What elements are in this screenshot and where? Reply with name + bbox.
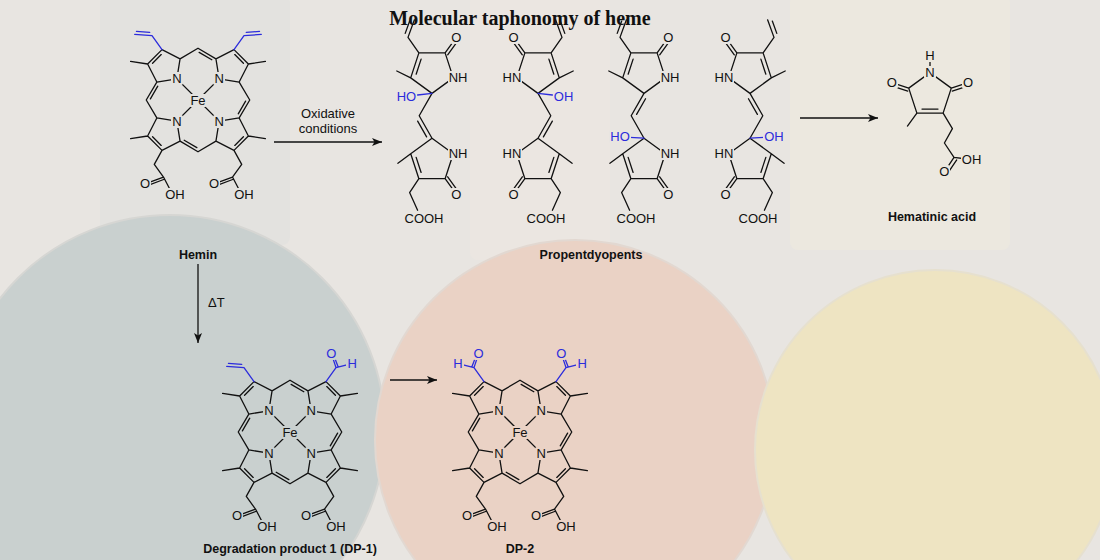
compound-name: Hemin <box>179 248 217 264</box>
atom-label: O <box>208 177 220 190</box>
atom-label: H <box>924 49 935 62</box>
atom-label: H <box>452 357 463 370</box>
atom-label: O <box>231 509 243 522</box>
atom-label: N <box>305 447 316 460</box>
atom-label: NH <box>448 147 469 160</box>
atom-label: Fe <box>511 426 528 439</box>
atom-label: H <box>346 357 357 370</box>
vinyl-group <box>227 363 254 381</box>
dp1-structure <box>223 380 358 522</box>
atom-label: HO <box>396 90 418 103</box>
atom-label: OH <box>164 188 186 201</box>
atom-label: N <box>535 447 546 460</box>
atom-label: O <box>720 188 732 201</box>
atom-label: O <box>555 347 567 360</box>
flask-neck <box>100 0 290 245</box>
atom-label: O <box>300 509 312 522</box>
reaction-arrow <box>390 379 437 380</box>
atom-label: OH <box>325 520 347 533</box>
atom-label: NH <box>660 71 681 84</box>
atom-label: O <box>720 31 732 44</box>
atom-label: O <box>938 165 950 178</box>
atom-label: OH <box>961 153 983 166</box>
atom-label: COOH <box>738 212 779 225</box>
atom-label: NH <box>660 147 681 160</box>
atom-label: O <box>450 31 462 44</box>
atom-label: N <box>263 404 274 417</box>
reaction-arrow <box>197 264 198 343</box>
atom-label: N <box>213 72 224 85</box>
hematinic-acid-structure <box>892 55 968 173</box>
atom-label: HN <box>714 147 735 160</box>
propentdyopent-structure <box>723 20 785 210</box>
atom-label: O <box>886 76 898 89</box>
atom-label: COOH <box>404 212 445 225</box>
atom-label: N <box>493 404 504 417</box>
flask-body <box>375 240 775 560</box>
compound-name: DP-2 <box>506 542 534 558</box>
atom-label: OH <box>555 520 577 533</box>
atom-label: N <box>263 447 274 460</box>
atom-label: N <box>305 404 316 417</box>
compound-node: Hemin <box>122 28 274 264</box>
flask-body <box>755 270 1100 560</box>
title: Molecular taphonomy of heme <box>389 7 650 30</box>
propentdyopent-structure <box>397 20 459 210</box>
vinyl-group <box>234 31 261 49</box>
atom-label: O <box>662 188 674 201</box>
flask-neck <box>470 0 610 260</box>
atom-label: O <box>530 509 542 522</box>
atom-label: OH <box>233 188 255 201</box>
atom-label: OH <box>763 130 785 143</box>
condition-label: ΔT <box>208 296 225 311</box>
flask-body <box>0 215 385 560</box>
reaction-arrow <box>800 117 878 118</box>
atom-label: N <box>171 115 182 128</box>
atom-label: N <box>535 404 546 417</box>
propentdyopent-structure <box>609 20 671 210</box>
atom-label: OH <box>256 520 278 533</box>
condition-label: Oxidative conditions <box>278 107 378 137</box>
atom-label: O <box>473 347 485 360</box>
flask-neck <box>790 0 1010 250</box>
hemin-structure <box>131 48 266 190</box>
atom-label: O <box>662 31 674 44</box>
compound-node: Propentdyopents <box>382 8 800 264</box>
atom-label: OH <box>553 90 575 103</box>
atom-label: Fe <box>189 94 206 107</box>
reaction-arrow <box>274 141 382 142</box>
atom-label: Fe <box>281 426 298 439</box>
atom-label: HN <box>502 147 523 160</box>
atom-label: N <box>493 447 504 460</box>
propentdyopent-structure <box>511 20 573 210</box>
atom-label: OH <box>486 520 508 533</box>
atom-label: COOH <box>526 212 567 225</box>
atom-label: HO <box>609 130 631 143</box>
compound-name: Degradation product 1 (DP-1) <box>203 542 377 558</box>
atom-label: O <box>962 76 974 89</box>
atom-label: HN <box>714 71 735 84</box>
dp2-structure <box>453 380 588 522</box>
atom-label: O <box>450 188 462 201</box>
compound-node: Degradation product 1 (DP-1) <box>190 343 390 558</box>
atom-label: HN <box>502 71 523 84</box>
compound-name: Hematinic acid <box>888 210 976 226</box>
atom-label: O <box>508 31 520 44</box>
vinyl-group <box>135 31 162 49</box>
atom-label: O <box>325 347 337 360</box>
atom-label: O <box>139 177 151 190</box>
atom-label: N <box>924 66 935 79</box>
compound-node: DP-2 <box>437 343 603 558</box>
atom-label: NH <box>448 71 469 84</box>
atom-label: N <box>171 72 182 85</box>
atom-label: O <box>508 188 520 201</box>
atom-label: COOH <box>616 212 657 225</box>
atom-label: N <box>213 115 224 128</box>
atom-label: O <box>461 509 473 522</box>
compound-name: Propentdyopents <box>540 248 643 264</box>
atom-label: H <box>576 357 587 370</box>
